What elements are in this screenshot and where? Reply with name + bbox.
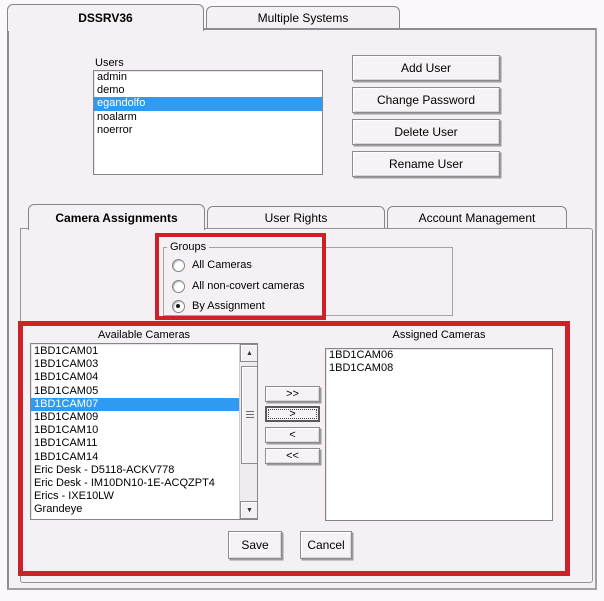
cancel-button[interactable]: Cancel — [300, 531, 352, 559]
assigned-cameras-label: Assigned Cameras — [392, 329, 486, 341]
available-camera-item[interactable]: Erics - IXE10LW — [34, 490, 114, 503]
move-right-button[interactable]: > — [265, 406, 320, 422]
groups-frame-label: Groups — [167, 241, 210, 253]
radio-checked-icon[interactable] — [172, 300, 185, 313]
available-camera-item[interactable]: 1BD1CAM05 — [34, 384, 99, 397]
available-camera-item[interactable]: 1BD1CAM01 — [34, 345, 99, 357]
add-user-button[interactable]: Add User — [352, 55, 500, 81]
move-right-label: > — [289, 407, 296, 420]
groups-frame — [163, 247, 453, 316]
radio-icon[interactable] — [172, 280, 185, 293]
available-camera-item[interactable]: 1BD1CAM10 — [34, 424, 99, 437]
tab-camera-assignments[interactable]: Camera Assignments — [28, 204, 205, 230]
radio-icon[interactable] — [172, 259, 185, 272]
tab-dssrv36-label: DSSRV36 — [78, 11, 133, 25]
change-password-label: Change Password — [376, 93, 476, 107]
tab-dssrv36[interactable]: DSSRV36 — [7, 4, 204, 31]
delete-user-button[interactable]: Delete User — [352, 119, 500, 145]
scrollbar-grip-icon — [245, 411, 254, 419]
change-password-button[interactable]: Change Password — [352, 87, 500, 113]
scroll-up-arrow-icon[interactable]: ▲ — [240, 344, 257, 362]
users-listbox[interactable]: admin demo egandolfo noalarm noerror — [93, 70, 323, 175]
save-button[interactable]: Save — [228, 531, 282, 559]
tab-account-management[interactable]: Account Management — [387, 206, 567, 228]
move-all-left-label: << — [286, 449, 299, 462]
scrollbar-thumb[interactable] — [241, 366, 257, 464]
tab-camera-assignments-label: Camera Assignments — [55, 210, 178, 225]
save-label: Save — [241, 538, 269, 552]
user-list-item-selected[interactable]: egandolfo — [94, 97, 322, 111]
available-cameras-listbox[interactable]: 1BD1CAM01 1BD1CAM03 1BD1CAM04 1BD1CAM05 … — [30, 343, 258, 520]
cancel-label: Cancel — [307, 538, 345, 552]
radio-by-assignment[interactable]: By Assignment — [172, 300, 265, 313]
user-list-item[interactable]: noalarm — [97, 110, 137, 123]
move-all-right-label: >> — [286, 387, 299, 400]
available-camera-item[interactable]: 1BD1CAM09 — [34, 410, 99, 423]
user-list-item[interactable]: noerror — [97, 123, 133, 136]
available-camera-item[interactable]: 1BD1CAM11 — [34, 437, 98, 450]
tab-multiple-systems[interactable]: Multiple Systems — [206, 6, 400, 28]
available-camera-item[interactable]: Grandeye — [34, 503, 83, 516]
available-camera-item[interactable]: 1BD1CAM04 — [34, 371, 99, 384]
available-cameras-label: Available Cameras — [97, 329, 191, 341]
scroll-down-arrow-icon[interactable]: ▼ — [240, 501, 257, 519]
available-camera-item[interactable]: Eric Desk - IM10DN10-1E-ACQZPT4 — [34, 476, 215, 489]
move-all-right-button[interactable]: >> — [265, 386, 320, 402]
assigned-camera-item[interactable]: 1BD1CAM08 — [329, 362, 394, 375]
available-camera-item[interactable]: Eric Desk - D5118-ACKV778 — [34, 463, 175, 476]
available-camera-item[interactable]: 1BD1CAM03 — [34, 358, 99, 371]
vertical-scrollbar[interactable]: ▲ ▼ — [239, 344, 257, 519]
radio-all-cameras[interactable]: All Cameras — [172, 259, 252, 272]
radio-all-cameras-label: All Cameras — [192, 259, 252, 271]
radio-all-non-covert[interactable]: All non-covert cameras — [172, 280, 305, 293]
radio-all-non-covert-label: All non-covert cameras — [192, 280, 305, 292]
move-all-left-button[interactable]: << — [265, 448, 320, 464]
user-list-item[interactable]: admin — [97, 71, 127, 83]
available-camera-item-selected[interactable]: 1BD1CAM07 — [31, 397, 239, 411]
assigned-camera-item[interactable]: 1BD1CAM06 — [329, 349, 394, 361]
tab-multiple-systems-label: Multiple Systems — [257, 10, 349, 25]
radio-by-assignment-label: By Assignment — [192, 300, 265, 312]
tab-user-rights[interactable]: User Rights — [207, 206, 385, 228]
rename-user-label: Rename User — [388, 157, 464, 171]
available-camera-item[interactable]: 1BD1CAM14 — [34, 450, 99, 463]
users-label: Users — [95, 57, 124, 69]
add-user-label: Add User — [400, 61, 452, 75]
tab-account-management-label: Account Management — [418, 210, 536, 225]
rename-user-button[interactable]: Rename User — [352, 151, 500, 177]
delete-user-label: Delete User — [394, 125, 458, 139]
move-left-label: < — [289, 428, 296, 441]
user-list-item[interactable]: demo — [97, 84, 125, 97]
assigned-cameras-listbox[interactable]: 1BD1CAM06 1BD1CAM08 — [325, 348, 553, 521]
tab-user-rights-label: User Rights — [264, 210, 328, 225]
move-left-button[interactable]: < — [265, 427, 320, 443]
